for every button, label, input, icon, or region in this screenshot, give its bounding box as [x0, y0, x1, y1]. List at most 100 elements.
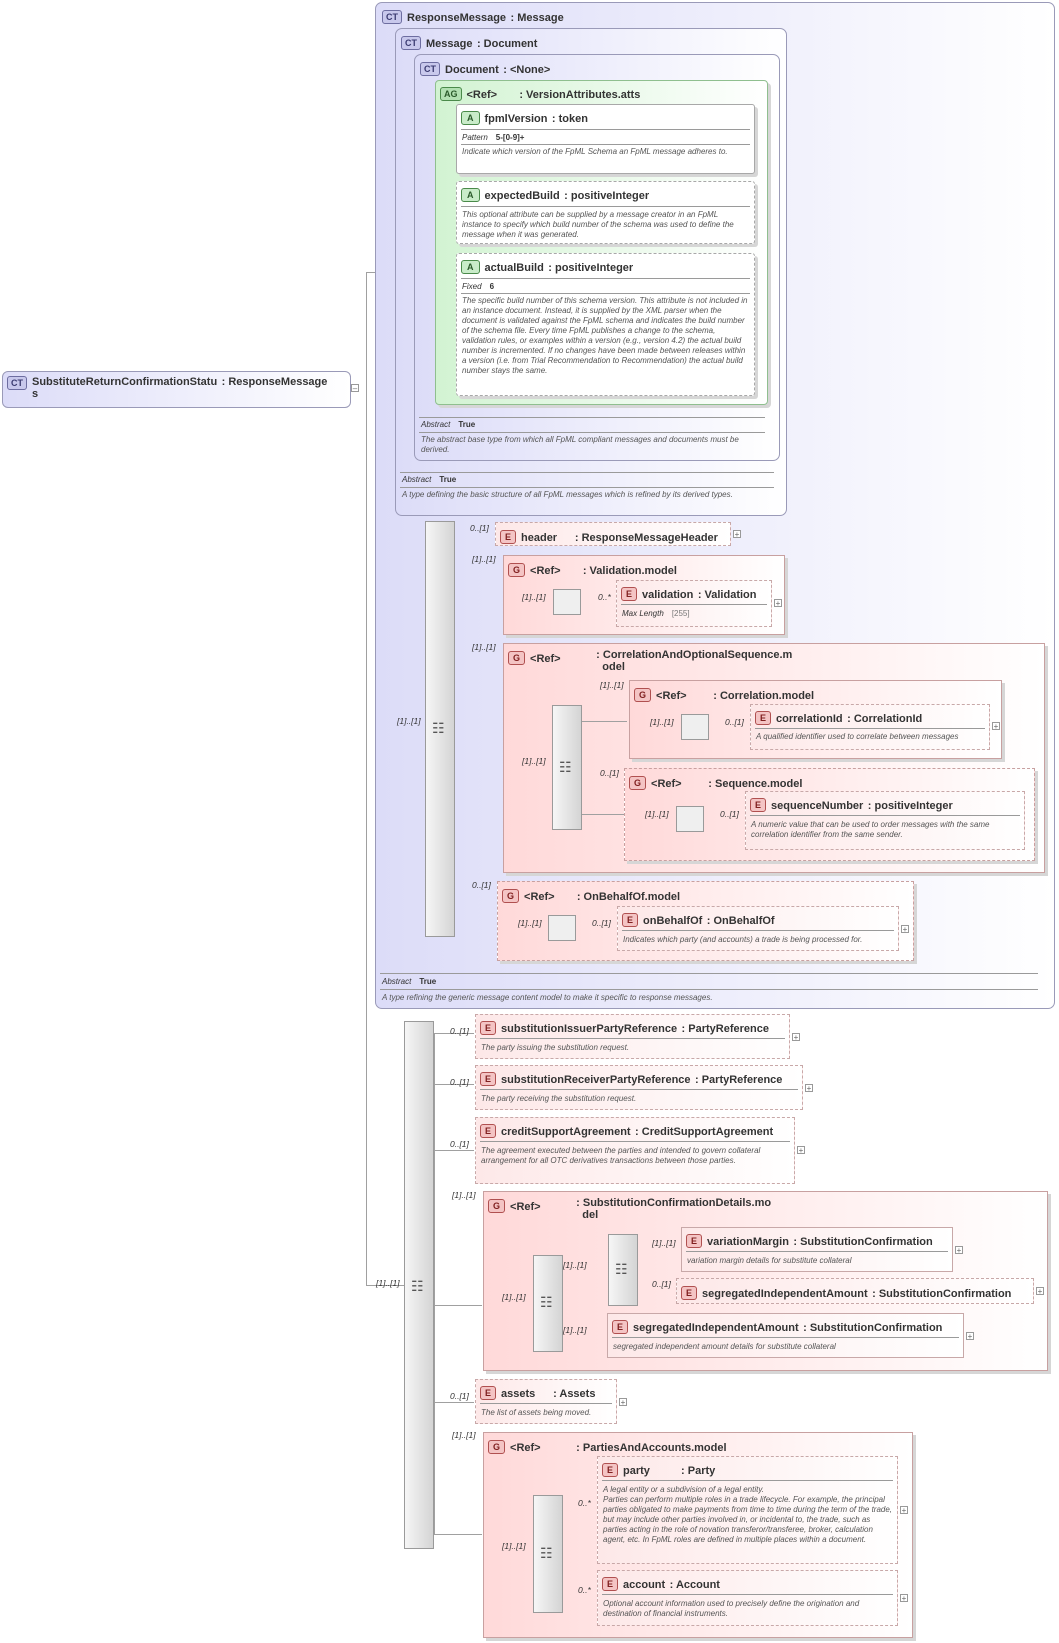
- connector: [582, 721, 627, 722]
- sequence-icon[interactable]: [676, 806, 704, 832]
- connector: [434, 1033, 474, 1034]
- expand-icon[interactable]: +: [797, 1146, 805, 1155]
- connector: [366, 272, 376, 273]
- expand-icon[interactable]: +: [901, 925, 909, 934]
- account-description: Optional account information used to pre…: [603, 1599, 860, 1618]
- cardinality-label: [1]..[1]: [522, 592, 546, 602]
- expand-icon[interactable]: +: [1036, 1287, 1044, 1296]
- cardinality-label: 0..[1]: [652, 1279, 671, 1289]
- divider: [602, 1594, 893, 1595]
- sequence-icon: ☷: [411, 1278, 424, 1294]
- cardinality-label: 0..[1]: [450, 1077, 469, 1087]
- divider: [461, 129, 750, 130]
- expand-icon[interactable]: +: [619, 1398, 627, 1407]
- group-icon: G: [502, 888, 520, 903]
- variation-margin-description: variation margin details for substitute …: [687, 1256, 852, 1265]
- connector: [366, 272, 367, 1285]
- sequence-icon: ☷: [559, 759, 572, 775]
- cardinality-label: [1]..[1]: [522, 756, 546, 766]
- element-icon: E: [755, 710, 772, 725]
- response-message-description: A type refining the generic message cont…: [382, 993, 713, 1002]
- connector: [434, 1033, 435, 1534]
- expand-icon[interactable]: +: [733, 530, 741, 539]
- receiver-description: The party receiving the substitution req…: [481, 1094, 637, 1103]
- expand-icon[interactable]: +: [955, 1246, 963, 1255]
- party-description: A legal entity or a subdivision of a leg…: [603, 1485, 893, 1544]
- sequence-icon[interactable]: [681, 714, 709, 740]
- divider: [419, 417, 765, 418]
- cardinality-label: 0..[1]: [725, 717, 744, 727]
- sequence-icon[interactable]: [553, 589, 581, 615]
- sequence-compositor[interactable]: [552, 705, 582, 830]
- divider: [480, 1038, 785, 1039]
- complex-type-icon: CT: [420, 61, 440, 76]
- cardinality-label: 0..*: [598, 592, 611, 602]
- expand-icon[interactable]: –: [351, 384, 359, 393]
- attribute-group-icon: AG: [440, 86, 462, 101]
- sequence-compositor[interactable]: [404, 1021, 434, 1549]
- element-icon: E: [602, 1576, 619, 1591]
- expand-icon[interactable]: +: [900, 1506, 908, 1515]
- version-attributes-title: AG<Ref> : VersionAttributes.atts: [440, 85, 640, 103]
- cardinality-label: [1]..[1]: [472, 642, 496, 652]
- expand-icon[interactable]: +: [966, 1332, 974, 1341]
- on-behalf-of-description: Indicates which party (and accounts) a t…: [623, 935, 863, 944]
- cardinality-label: [1]..[1]: [600, 680, 624, 690]
- credit-support-agreement-description: The agreement executed between the parti…: [481, 1146, 761, 1165]
- divider: [622, 930, 894, 931]
- cardinality-label: 0..[1]: [450, 1139, 469, 1149]
- divider: [380, 973, 1038, 974]
- attribute-icon: A: [461, 187, 480, 202]
- expand-icon[interactable]: +: [805, 1084, 813, 1093]
- cardinality-label: [1]..[1]: [650, 717, 674, 727]
- expand-icon[interactable]: +: [774, 599, 782, 608]
- expand-icon[interactable]: +: [900, 1594, 908, 1603]
- sequence-compositor[interactable]: [533, 1255, 563, 1352]
- cardinality-label: [1]..[1]: [645, 809, 669, 819]
- element-icon: E: [622, 912, 639, 927]
- cardinality-label: [1]..[1]: [472, 554, 496, 564]
- group-icon: G: [508, 650, 526, 665]
- cardinality-label: 0..*: [578, 1585, 591, 1595]
- sequence-compositor[interactable]: [608, 1234, 638, 1306]
- expand-icon[interactable]: +: [992, 722, 1000, 731]
- sequence-compositor[interactable]: [533, 1495, 563, 1613]
- complex-type-icon: CT: [7, 376, 27, 390]
- connector: [434, 1305, 482, 1306]
- complex-type-icon: CT: [382, 9, 402, 24]
- sequence-icon[interactable]: [548, 915, 576, 941]
- group-icon: G: [629, 775, 647, 790]
- group-icon: G: [488, 1439, 506, 1454]
- group-icon: G: [634, 687, 652, 702]
- cardinality-label: 0..[1]: [472, 880, 491, 890]
- divider: [480, 1403, 612, 1404]
- divider: [400, 472, 774, 473]
- expand-icon[interactable]: +: [792, 1033, 800, 1042]
- max-length-facet: Max Length[255]: [622, 609, 690, 618]
- sequence-compositor[interactable]: [425, 521, 455, 937]
